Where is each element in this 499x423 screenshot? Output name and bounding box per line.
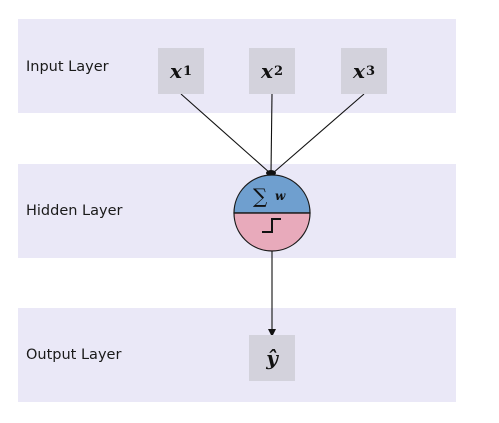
input-symbol: x (353, 59, 365, 83)
sum-symbol: ∑ (253, 184, 268, 208)
hidden-layer-label: Hidden Layer (26, 203, 123, 219)
edge-x1-neuron (180, 93, 271, 174)
input-subscript: 3 (365, 63, 375, 79)
neuron-sum-half (233, 174, 311, 214)
input-symbol: x (170, 59, 182, 83)
sum-subscript: w (275, 189, 286, 203)
input-layer-label: Input Layer (26, 59, 109, 75)
edge-x2-neuron (270, 93, 273, 174)
step-function-icon (262, 218, 281, 233)
input-subscript: 1 (182, 63, 192, 79)
output-layer-label: Output Layer (26, 347, 122, 363)
output-node-y-hat: ŷ (249, 335, 295, 381)
output-symbol: ŷ (266, 346, 278, 370)
output-layer-band (18, 308, 456, 402)
input-symbol: x (261, 59, 273, 83)
edge-x3-neuron (272, 93, 365, 174)
neuron: ∑ w (233, 174, 311, 252)
input-subscript: 2 (273, 63, 283, 79)
